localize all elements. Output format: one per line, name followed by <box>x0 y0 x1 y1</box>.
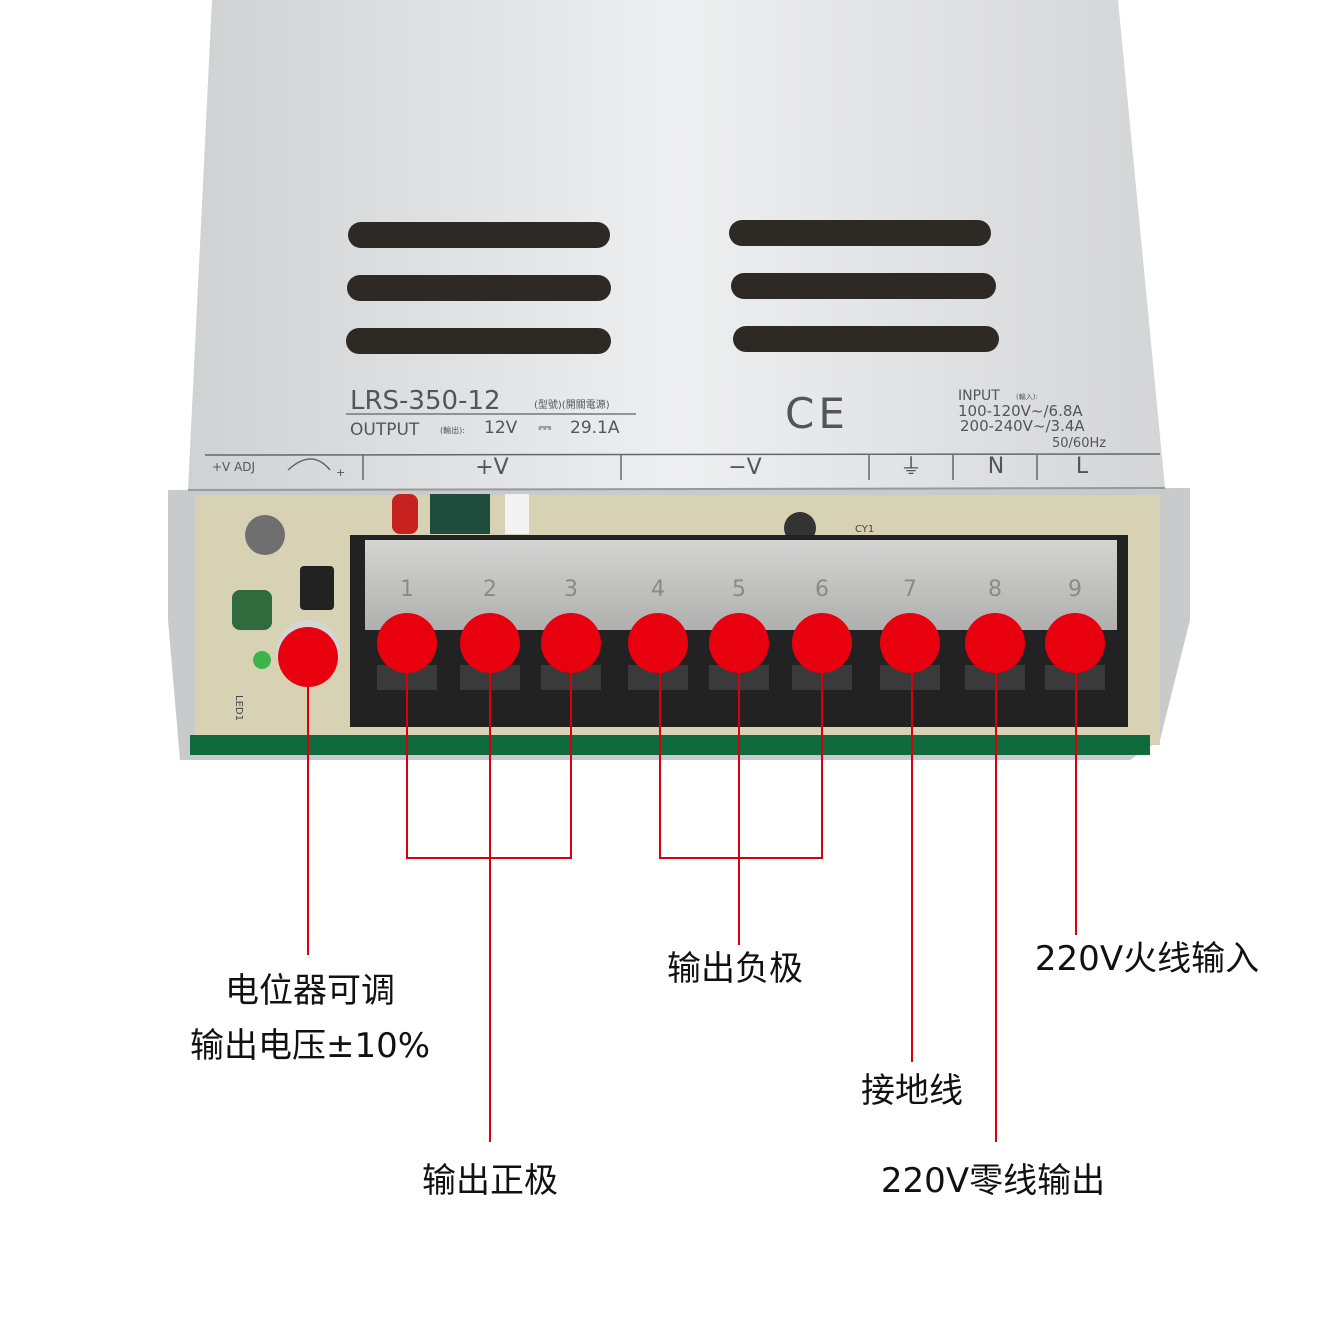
output-current: 29.1A <box>570 418 620 438</box>
input-frequency: 50/60Hz <box>1052 436 1106 451</box>
live-label: L <box>1076 454 1089 479</box>
leader-line-negative-bridge <box>659 650 823 859</box>
annotation-positive: 输出正极 <box>422 1161 558 1201</box>
output-voltage: 12V <box>484 418 518 438</box>
terminal-marker <box>709 613 769 673</box>
input-label: INPUT <box>958 388 1000 404</box>
input-note: (輸入): <box>1016 392 1038 401</box>
cy1-mark: CY1 <box>855 524 874 535</box>
terminal-marker <box>792 613 852 673</box>
terminal-marker <box>541 613 601 673</box>
leader-lines <box>307 650 1077 1142</box>
annotation-ground: 接地线 <box>861 1071 963 1111</box>
led-mark: LED1 <box>233 695 244 721</box>
terminal-marker <box>628 613 688 673</box>
model-note: (型號)(開關電源) <box>534 398 610 411</box>
terminal-marker <box>880 613 940 673</box>
terminal-markers <box>278 613 1105 687</box>
ce-mark: CE <box>785 389 849 438</box>
adj-label: +V ADJ <box>212 460 255 474</box>
potentiometer-marker <box>278 627 338 687</box>
terminal-number: 6 <box>815 577 829 602</box>
terminal-marker <box>377 613 437 673</box>
terminal-number: 8 <box>988 577 1002 602</box>
input-line-1: 100-120V~/6.8A <box>958 402 1083 420</box>
input-line-2: 200-240V~/3.4A <box>960 417 1085 435</box>
terminal-number: 2 <box>483 577 497 602</box>
annotation-pot-line2: 输出电压±10% <box>190 1026 430 1066</box>
adjust-arrow-icon <box>287 458 331 471</box>
terminal-legend: +V ADJ + +V −V ⏚ N L <box>204 453 1161 480</box>
product-label: LRS-350-12 (型號)(開關電源) OUTPUT (輸出): 12V ⎓… <box>346 386 1106 451</box>
plus-v-label: +V <box>475 455 508 480</box>
annotation-neutral-output: 220V零线输出 <box>881 1161 1105 1201</box>
terminal-number: 3 <box>564 577 578 602</box>
terminal-marker <box>1045 613 1105 673</box>
dc-symbol: ⎓ <box>538 418 552 438</box>
ground-icon: ⏚ <box>900 455 922 480</box>
ventilation-slots <box>346 220 999 354</box>
minus-v-label: −V <box>728 455 761 480</box>
terminal-marker <box>965 613 1025 673</box>
terminal-number: 9 <box>1068 577 1082 602</box>
adj-plus: + <box>336 466 345 479</box>
terminal-number: 5 <box>732 577 746 602</box>
model-number: LRS-350-12 <box>350 386 501 416</box>
output-label: OUTPUT <box>350 420 420 440</box>
neutral-label: N <box>988 454 1004 479</box>
terminal-number: 1 <box>400 577 414 602</box>
terminal-number: 7 <box>903 577 917 602</box>
terminal-marker <box>460 613 520 673</box>
annotation-live-input: 220V火线输入 <box>1035 939 1259 979</box>
terminal-number: 4 <box>651 577 665 602</box>
annotation-negative: 输出负极 <box>667 949 803 989</box>
annotation-pot-line1: 电位器可调 <box>225 971 395 1011</box>
output-note: (輸出): <box>440 425 465 435</box>
